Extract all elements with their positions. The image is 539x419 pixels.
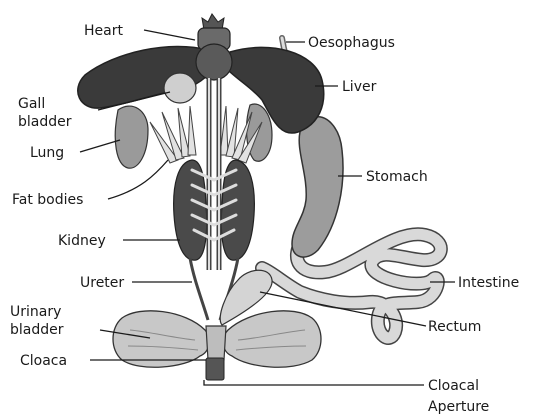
label-cloaca: Cloaca (20, 353, 67, 369)
label-lung: Lung (30, 145, 64, 161)
label-stomach: Stomach (366, 169, 428, 185)
label-cloacal-aperture-line1: Cloacal (428, 378, 479, 394)
label-oesophagus: Oesophagus (308, 35, 395, 51)
cloacal-aperture (206, 358, 224, 380)
label-urinary-bladder-line2: bladder (10, 322, 64, 338)
label-kidney: Kidney (58, 233, 106, 249)
label-gall-bladder-line1: Gall (18, 96, 45, 112)
gall-bladder (164, 73, 196, 103)
cloaca (206, 326, 226, 360)
label-rectum: Rectum (428, 319, 481, 335)
label-heart: Heart (84, 23, 123, 39)
lung-left (115, 106, 148, 168)
label-gall-bladder-line2: bladder (18, 114, 72, 130)
heart (196, 14, 232, 80)
label-cloacal-aperture-line2: Aperture (428, 399, 489, 415)
label-fat-bodies: Fat bodies (12, 192, 83, 208)
label-intestine: Intestine (458, 275, 519, 291)
label-ureter: Ureter (80, 275, 124, 291)
stomach (292, 117, 343, 257)
label-liver: Liver (342, 79, 377, 95)
label-urinary-bladder-line1: Urinary (10, 304, 61, 320)
fat-bodies (150, 106, 262, 163)
